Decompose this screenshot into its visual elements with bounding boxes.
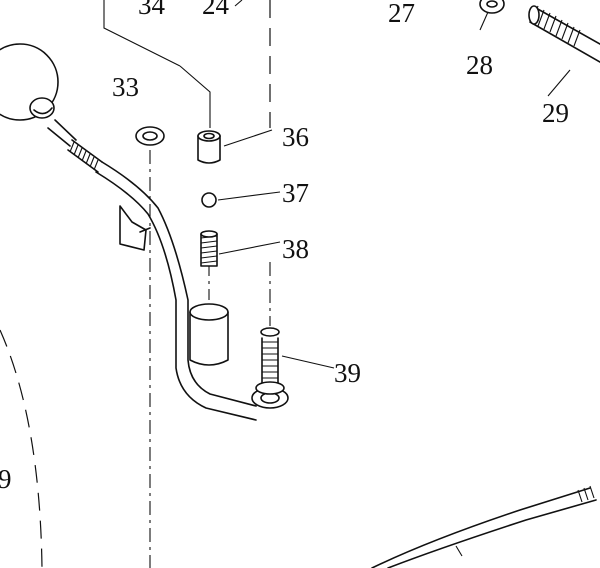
leader-24	[234, 0, 243, 7]
pivot-bolt-39	[251, 327, 289, 409]
label-37: 37	[282, 178, 309, 208]
leader-34	[103, 0, 181, 67]
leader-39	[281, 355, 335, 369]
leader-37	[217, 191, 281, 201]
leader-29	[547, 69, 571, 97]
part-29-threaded-rod	[528, 5, 600, 63]
label-29: 29	[542, 98, 569, 128]
label-39: 39	[334, 358, 361, 388]
center-lines	[0, 150, 271, 568]
label-27: 27	[388, 0, 415, 28]
ball-37	[201, 192, 217, 208]
leader-34-b	[179, 65, 211, 128]
label-9: 9	[0, 464, 12, 494]
leader-36	[223, 129, 273, 147]
part-labels: 34 24 27 28 29 33 36 37 38 39 9	[0, 0, 569, 494]
label-28: 28	[466, 50, 493, 80]
label-36: 36	[282, 122, 309, 152]
leader-28	[479, 11, 489, 31]
leader-lines	[103, 0, 571, 369]
label-24: 24	[202, 0, 230, 20]
housing-tube	[189, 303, 229, 366]
label-33: 33	[112, 72, 139, 102]
dashed-arc-left	[0, 329, 43, 568]
shift-knob	[0, 43, 59, 121]
spring-38	[200, 230, 218, 267]
label-34: 34	[138, 0, 166, 20]
washer-33	[135, 126, 165, 146]
part-28	[479, 0, 505, 14]
shift-lever-rod	[47, 119, 257, 421]
sleeve-36	[197, 130, 221, 164]
label-38: 38	[282, 234, 309, 264]
leader-38	[218, 241, 281, 255]
long-rod-bottom	[371, 485, 597, 568]
